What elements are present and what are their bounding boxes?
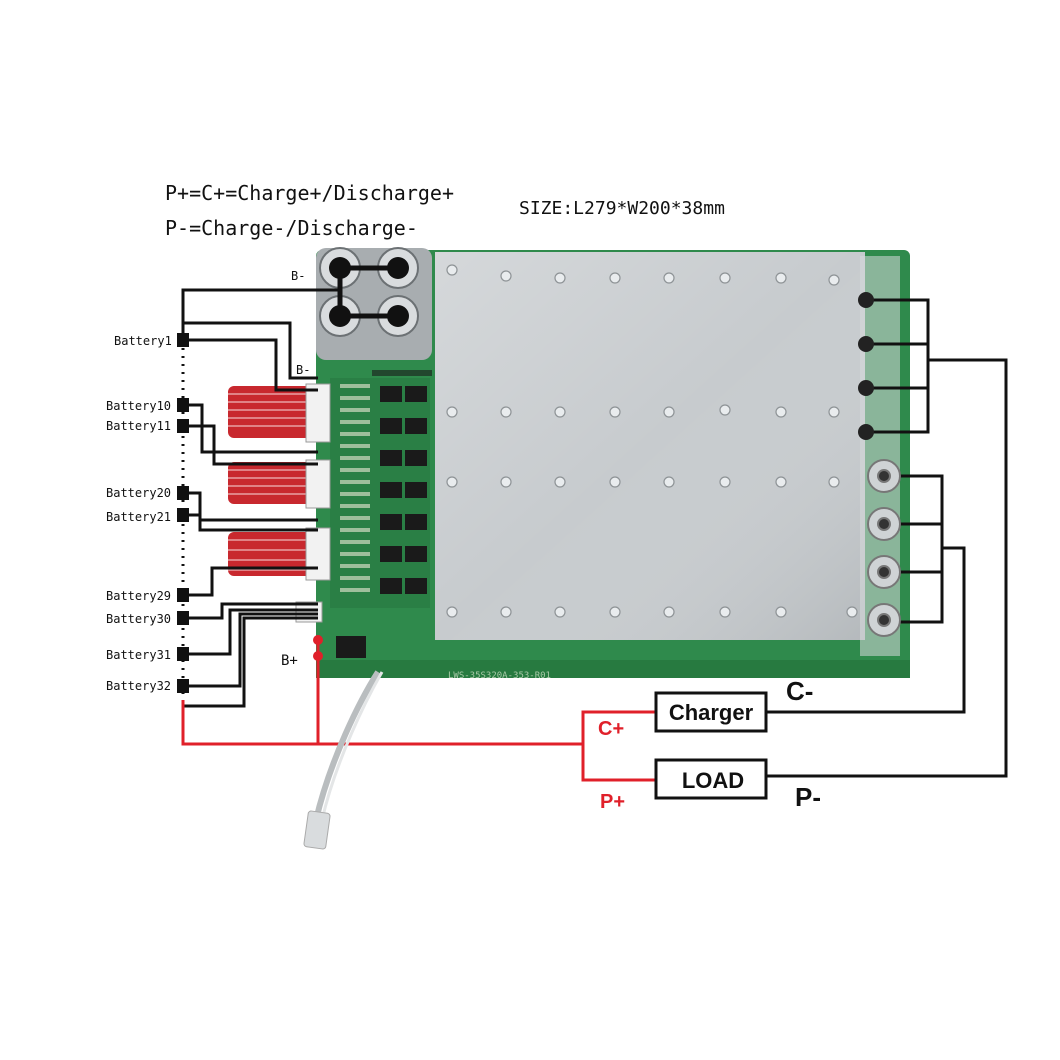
b-plus-terminal [313,635,323,661]
cable-bundle-3 [228,527,331,581]
battery-label-11: Battery11 [106,419,171,433]
pcb-edge [316,660,910,678]
heatsink-screws [446,264,858,618]
battery-label-30: Battery30 [106,612,171,626]
c-minus-label: C- [786,676,813,706]
component-area [330,370,432,658]
b-minus-label-mid: B- [296,363,310,377]
cable-bundle-2 [228,459,331,509]
load-box: LOAD [654,758,768,800]
charger-label: Charger [669,700,754,725]
heatsink-shade [435,252,865,640]
c-plus-label: C+ [598,718,624,740]
charger-box: Charger [654,691,768,733]
p-minus-terminals [858,292,874,440]
balance-cables [228,383,331,623]
load-label: LOAD [682,768,744,793]
temperature-sensor-cable [303,670,384,850]
battery-label-10: Battery10 [106,399,171,413]
cable-bundle-1 [228,383,331,443]
battery-label-32: Battery32 [106,679,171,693]
b-plus-label: B+ [281,653,298,669]
battery-label-20: Battery20 [106,486,171,500]
board-silkscreen: LWS-35S320A-353-R01 [448,671,551,681]
p-minus-label: P- [795,782,821,812]
right-terminal-strip [860,256,900,656]
c-minus-terminals [867,459,901,637]
battery-stack: Battery1 Battery10 Battery11 Battery20 B… [106,333,189,700]
legend-line-2: P-=Charge-/Discharge- [165,216,418,240]
battery-label-21: Battery21 [106,510,171,524]
b-minus-label-top: B- [291,269,305,283]
legend-line-1: P+=C+=Charge+/Discharge+ [165,181,454,205]
battery-label-29: Battery29 [106,589,171,603]
bms-board: LWS-35S320A-353-R01 [316,250,910,681]
size-text: SIZE:L279*W200*38mm [519,198,725,219]
battery-label-31: Battery31 [106,648,171,662]
b-minus-terminal-block [316,247,432,360]
battery-terminals [177,333,189,693]
p-plus-label: P+ [600,791,625,813]
battery-label-1: Battery1 [114,334,172,348]
